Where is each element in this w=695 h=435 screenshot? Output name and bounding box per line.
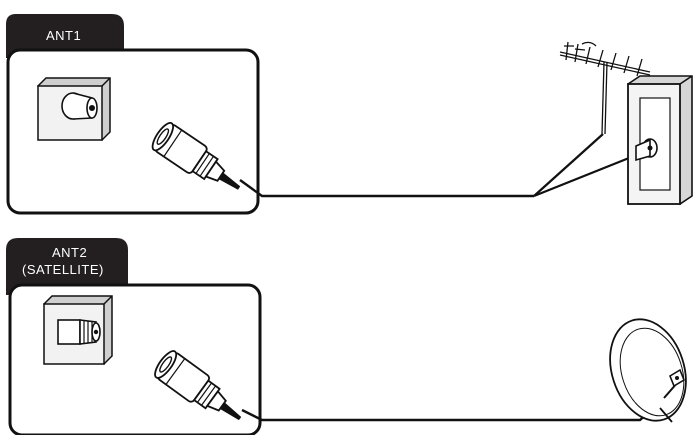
satellite-dish-icon — [609, 318, 687, 423]
ant2-tab — [6, 238, 128, 295]
ant1-cable — [239, 179, 534, 198]
aerial-cable — [533, 133, 604, 197]
ant2-cable — [241, 387, 677, 422]
ant2-panel: ANT2 (SATELLITE) — [6, 238, 677, 435]
ant1-panel: ANT1 — [6, 14, 534, 215]
coax-wall-socket-icon — [36, 77, 111, 142]
coax-f-socket-icon — [42, 295, 113, 366]
wall-outlet-icon — [627, 75, 693, 206]
ant2-tab-label-line2: (SATELLITE) — [22, 262, 104, 277]
ant1-tab-label: ANT1 — [46, 28, 81, 43]
tv-aerial-icon — [559, 41, 651, 135]
f-connector-plug-icon — [154, 350, 242, 421]
ant2-tab-label-line1: ANT2 — [52, 245, 87, 260]
outlet-cable — [533, 154, 635, 198]
rf-plug-icon — [151, 122, 241, 190]
ant1-tab — [6, 14, 124, 58]
